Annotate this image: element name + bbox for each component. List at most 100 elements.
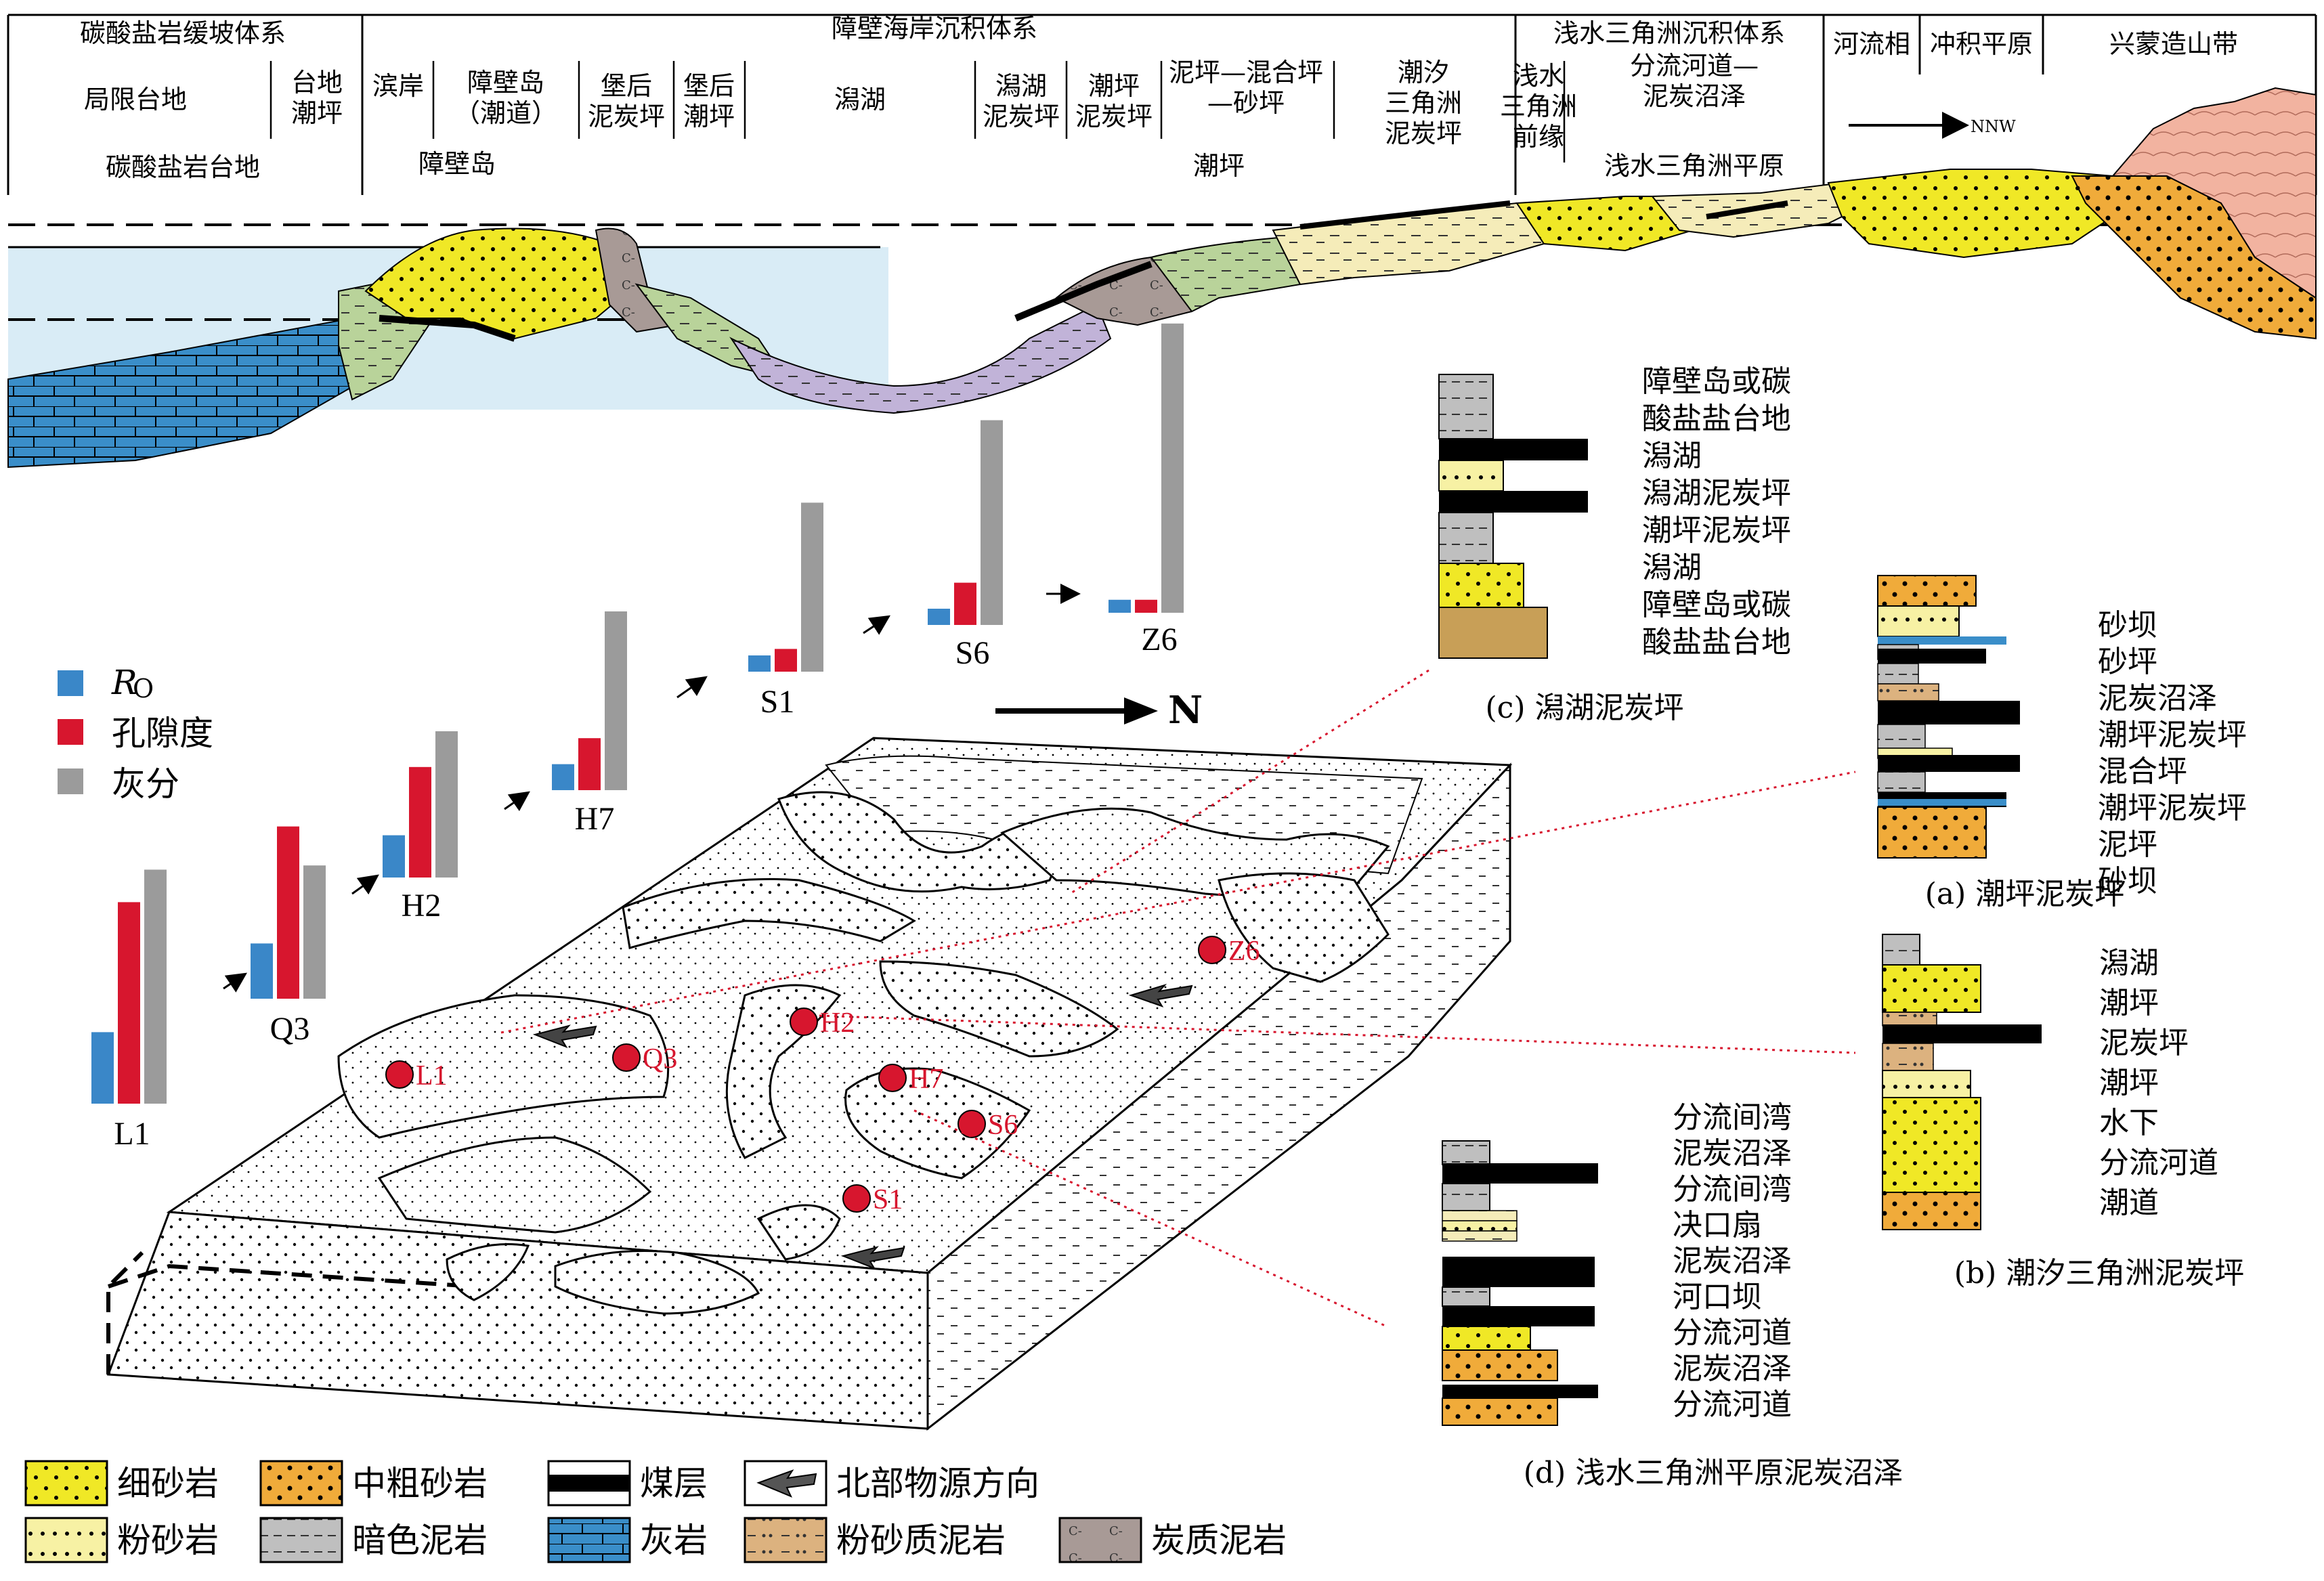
column-label: 分流河道 (1673, 1316, 1792, 1350)
progression-arrow (504, 791, 530, 812)
column-label: 分流间湾 (1673, 1172, 1792, 1207)
bar-porosity-s1 (775, 649, 797, 672)
bar-group-label: Z6 (1141, 622, 1177, 657)
point-label-s1: S1 (873, 1184, 903, 1215)
delta-front-label-3: 前缘 (1513, 122, 1564, 152)
limestone-body (7, 317, 367, 469)
ash-swatch (58, 768, 83, 794)
bar-group-h2: H2 (383, 731, 458, 924)
bar-group-q3: Q3 (251, 826, 326, 1047)
column-label: 酸盐盐台地 (1642, 402, 1791, 436)
column-label: 泥炭沼泽 (1673, 1136, 1792, 1171)
bar-ro-s1 (748, 655, 771, 672)
point-label-h2: H2 (820, 1008, 855, 1039)
bar-ash-h7 (605, 611, 627, 790)
legend-coal: 煤层 (640, 1464, 708, 1503)
progression-arrow (676, 676, 708, 699)
column-label: 分流间湾 (1673, 1100, 1792, 1135)
legend-coarse-sandstone: 中粗砂岩 (352, 1464, 488, 1503)
legend-dark-mudstone: 暗色泥岩 (352, 1521, 488, 1560)
point-h7 (878, 1064, 907, 1092)
bar-ro-h7 (552, 764, 574, 790)
lagoon-mud (729, 303, 1112, 414)
bar-group-label: S6 (955, 635, 990, 671)
bar-ash-s1 (801, 502, 823, 672)
distributary-label-2: 泥炭沼泽 (1643, 81, 1746, 111)
sys-carbonate-label: 碳酸盐岩缓坡体系 (80, 18, 286, 48)
sys-barrier-label: 障壁海岸沉积体系 (832, 14, 1037, 43)
coal-swatch (548, 1475, 630, 1492)
tidal-peat-label: 潮坪 (1088, 71, 1140, 101)
point-label-q3: Q3 (643, 1043, 677, 1075)
bar-porosity-s6 (954, 582, 976, 625)
column-label: 泥炭沼泽 (1673, 1244, 1792, 1278)
column-label: 泥坪 (2098, 827, 2157, 862)
bar-group-label: H7 (575, 801, 615, 837)
legend-fine-sandstone: 细砂岩 (117, 1464, 219, 1503)
bar-ro-s6 (928, 609, 950, 625)
platform-tidal-flat-label: 台地 (291, 68, 343, 98)
bar-porosity-q3 (277, 826, 299, 999)
point-label-l1: L1 (416, 1060, 448, 1091)
siltstone-swatch (24, 1517, 108, 1563)
legend-limestone: 灰岩 (640, 1521, 708, 1560)
lagoon-label: 潟湖 (834, 85, 886, 114)
bar-ro-h2 (383, 835, 405, 878)
porosity-legend-label: 孔隙度 (112, 714, 213, 753)
column-label: 分流河道 (1673, 1387, 1792, 1422)
column-label: 泥炭沼泽 (1673, 1351, 1792, 1386)
coarse-sandstone-swatch (259, 1460, 343, 1507)
restricted-platform-label: 局限台地 (84, 85, 187, 114)
bar-group-s6: S6 (928, 420, 1003, 671)
legend-silty-mudstone: 粉砂质泥岩 (836, 1521, 1006, 1560)
point-q3 (612, 1043, 641, 1072)
point-s1 (842, 1184, 871, 1213)
column-c-title: (c) 潟湖泥炭坪 (1486, 691, 1684, 725)
back-barrier-tidal-label-2: 潮坪 (683, 102, 735, 131)
barrier-island-channel-label: 障壁岛 (467, 68, 544, 98)
carbonaceous-mudstone-swatch (1058, 1517, 1142, 1563)
column-label: 潮坪泥炭坪 (2098, 718, 2247, 752)
ash-legend-label: 灰分 (112, 764, 179, 804)
bar-ash-l1 (144, 869, 167, 1104)
column-label: 障壁岛或碳 (1642, 364, 1791, 399)
alluvial-label: 冲积平原 (1930, 29, 2033, 59)
progression-arrow (351, 874, 379, 895)
column-label: 酸盐盐台地 (1642, 625, 1791, 659)
bar-porosity-h2 (409, 766, 431, 878)
porosity-swatch (58, 719, 83, 745)
cross-section (7, 87, 2317, 469)
bar-porosity-h7 (578, 738, 601, 790)
lagoon-peat-label: 潟湖 (995, 71, 1047, 101)
carbonate-platform-label: 碳酸盐岩台地 (106, 152, 260, 182)
orogen-label: 兴蒙造山带 (2109, 29, 2238, 59)
legend-carbonaceous-mudstone: 炭质泥岩 (1151, 1521, 1287, 1560)
column-label: 潮坪泥炭坪 (2098, 791, 2247, 825)
bar-group-label: H2 (402, 888, 442, 924)
bar-ash-q3 (303, 865, 326, 999)
column-label: 潟湖 (1642, 550, 1702, 585)
bar-group-label: Q3 (270, 1011, 310, 1047)
orogen-mountains (2111, 87, 2317, 299)
legend-source-direction: 北部物源方向 (836, 1464, 1039, 1503)
column-label: 潟湖泥炭坪 (1642, 476, 1791, 511)
bar-group-label: S1 (760, 684, 795, 720)
bar-ash-s6 (981, 420, 1003, 625)
bar-group-s1: S1 (748, 502, 823, 720)
column-label: 泥炭坪 (2099, 1026, 2189, 1060)
mud-mixed-sand-label: 泥坪—混合坪 (1169, 58, 1323, 87)
progression-arrow (863, 615, 891, 635)
north-label: N (1168, 688, 1203, 733)
column-label: 砂坪 (2098, 645, 2157, 679)
point-label-s6: S6 (988, 1110, 1018, 1141)
tidal-flat-label: 潮坪 (1193, 151, 1245, 181)
barrier-island-label: 障壁岛 (418, 149, 496, 179)
column-label: 潟湖 (2099, 946, 2159, 980)
fluvial-label: 河流相 (1833, 29, 1910, 59)
tidal-peat-label-2: 泥炭坪 (1075, 102, 1153, 131)
bar-ro-z6 (1109, 599, 1131, 613)
